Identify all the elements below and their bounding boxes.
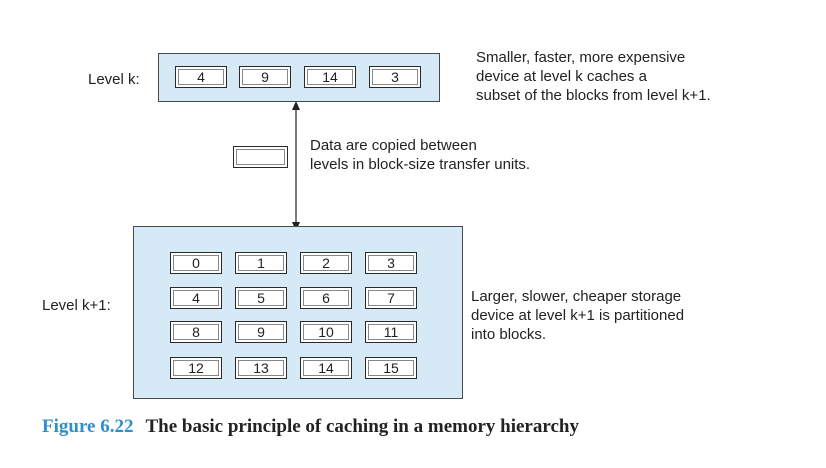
level-k1-block: 10	[300, 321, 352, 343]
level-k-note: Smaller, faster, more expensive device a…	[476, 48, 711, 105]
level-k1-block: 7	[365, 287, 417, 309]
figure-number: Figure 6.22	[42, 416, 134, 437]
level-k1-block: 4	[170, 287, 222, 309]
level-k-block: 9	[239, 66, 291, 88]
level-k1-note-line: into blocks.	[471, 326, 547, 343]
level-k-note-line: Smaller, faster, more expensive	[476, 49, 686, 66]
level-k1-block: 5	[235, 287, 287, 309]
level-k-block: 14	[304, 66, 356, 88]
level-k1-block: 2	[300, 252, 352, 274]
level-k-block: 4	[175, 66, 227, 88]
level-k-panel: 4 9 14 3	[158, 53, 440, 102]
level-k1-block: 13	[235, 357, 287, 379]
transfer-note-line: levels in block-size transfer units.	[310, 156, 531, 173]
figure-caption: Figure 6.22 The basic principle of cachin…	[42, 416, 579, 438]
level-k1-label: Level k+1:	[42, 297, 111, 314]
transfer-unit-block	[233, 146, 288, 168]
level-k1-note-line: Larger, slower, cheaper storage	[471, 288, 682, 305]
level-k1-block: 11	[365, 321, 417, 343]
arrowhead-up-icon	[292, 101, 300, 110]
level-k1-block: 6	[300, 287, 352, 309]
level-k1-note-line: device at level k+1 is partitioned	[471, 307, 685, 324]
level-k1-block: 8	[170, 321, 222, 343]
level-k1-block: 9	[235, 321, 287, 343]
level-k-block: 3	[369, 66, 421, 88]
level-k1-block: 3	[365, 252, 417, 274]
transfer-note: Data are copied between levels in block-…	[310, 136, 530, 174]
level-k-note-line: device at level k caches a	[476, 68, 647, 85]
level-k1-block: 12	[170, 357, 222, 379]
level-k1-block: 15	[365, 357, 417, 379]
level-k1-block: 1	[235, 252, 287, 274]
transfer-arrow	[292, 101, 300, 231]
level-k1-block: 14	[300, 357, 352, 379]
transfer-note-line: Data are copied between	[310, 137, 477, 154]
level-k1-panel: 0 1 2 3 4 5 6 7 8 9 10 11 12 13 14 15	[133, 226, 463, 399]
level-k-label: Level k:	[88, 71, 140, 88]
level-k1-block: 0	[170, 252, 222, 274]
level-k1-note: Larger, slower, cheaper storage device a…	[471, 287, 684, 344]
figure-title: The basic principle of caching in a memo…	[145, 416, 579, 437]
level-k-note-line: subset of the blocks from level k+1.	[476, 87, 711, 104]
